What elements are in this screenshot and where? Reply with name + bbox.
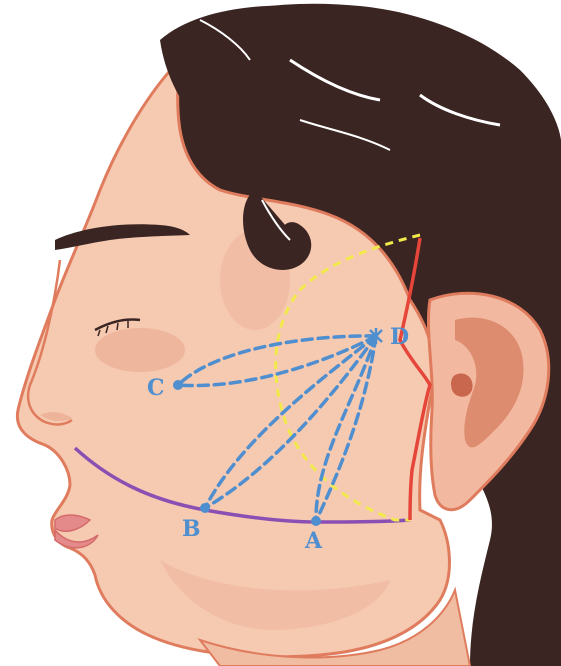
label-d: D xyxy=(390,324,409,350)
label-a: A xyxy=(304,528,323,554)
label-b: B xyxy=(182,516,201,542)
label-c: C xyxy=(147,375,165,401)
point-c xyxy=(173,380,183,390)
cheek-shadow xyxy=(95,328,185,372)
point-b xyxy=(200,503,210,513)
point-a xyxy=(311,516,321,526)
